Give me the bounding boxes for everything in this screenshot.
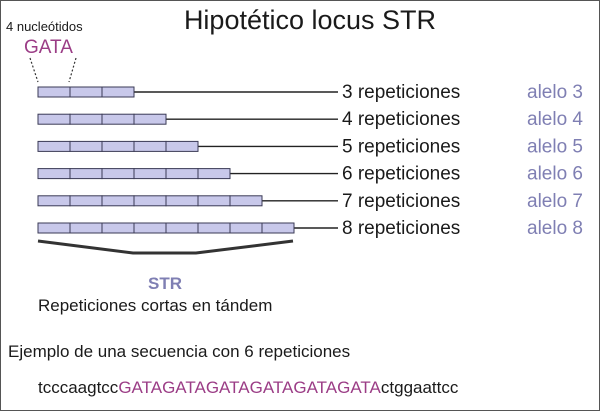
- repeat-unit: [133, 140, 167, 152]
- str-bracket: [37, 239, 294, 255]
- diagram-title: Hipotético locus STR: [184, 5, 436, 35]
- repeat-unit: [197, 168, 231, 180]
- sequence-suffix: ctggaattcc: [381, 378, 459, 397]
- allele-label: alelo 6: [527, 164, 583, 185]
- repeat-unit: [37, 168, 71, 180]
- allele-row: 4 repeticiones alelo 4: [37, 109, 583, 130]
- str-description: Repeticiones cortas en tándem: [38, 296, 272, 315]
- repeat-unit: [165, 140, 199, 152]
- repeat-count-label: 4 repeticiones: [342, 109, 460, 130]
- repeat-unit: [69, 140, 103, 152]
- repeat-unit: [101, 113, 135, 125]
- repeat-unit: [101, 140, 135, 152]
- repeat-unit: [165, 195, 199, 207]
- repeat-count-label: 5 repeticiones: [342, 136, 460, 157]
- repeat-unit: [133, 168, 167, 180]
- allele-rows: 3 repeticiones alelo 3 4 repeticiones alelo…: [37, 82, 583, 239]
- motif-note: 4 nucleótidos: [6, 19, 83, 34]
- sequence-prefix: tcccaagtcc: [38, 378, 119, 397]
- motif-label: GATA: [24, 37, 73, 58]
- repeat-unit: [133, 113, 167, 125]
- allele-row: 8 repeticiones alelo 8: [37, 218, 583, 239]
- repeat-unit: [101, 222, 135, 234]
- repeat-unit: [133, 195, 167, 207]
- repeat-unit: [37, 86, 71, 98]
- repeat-unit: [69, 195, 103, 207]
- repeat-unit: [69, 86, 103, 98]
- repeat-unit: [69, 168, 103, 180]
- repeat-count-label: 8 repeticiones: [342, 218, 460, 239]
- allele-row: 7 repeticiones alelo 7: [37, 191, 583, 212]
- repeat-unit: [101, 168, 135, 180]
- sequence-repeat: GATAGATAGATAGATAGATAGATA: [118, 378, 381, 397]
- allele-label: alelo 8: [527, 218, 583, 239]
- repeat-unit: [229, 222, 263, 234]
- example-sequence: tcccaagtccGATAGATAGATAGATAGATAGATActggaa…: [38, 378, 459, 397]
- motif-pointer-left: [29, 57, 39, 83]
- repeat-unit: [197, 222, 231, 234]
- repeat-unit: [261, 222, 295, 234]
- repeat-unit: [165, 168, 199, 180]
- str-label: STR: [148, 274, 182, 293]
- repeat-count-label: 6 repeticiones: [342, 164, 460, 185]
- allele-row: 3 repeticiones alelo 3: [37, 82, 583, 103]
- repeat-unit: [165, 222, 199, 234]
- repeat-unit: [69, 113, 103, 125]
- repeat-unit: [37, 195, 71, 207]
- motif-pointer-right: [68, 57, 77, 83]
- repeat-unit: [229, 195, 263, 207]
- allele-label: alelo 7: [527, 191, 583, 212]
- repeat-unit: [133, 222, 167, 234]
- repeat-unit: [37, 140, 71, 152]
- example-caption: Ejemplo de una secuencia con 6 repeticio…: [8, 342, 350, 361]
- allele-label: alelo 5: [527, 136, 583, 157]
- repeat-unit: [37, 222, 71, 234]
- repeat-unit: [101, 195, 135, 207]
- repeat-unit: [197, 195, 231, 207]
- allele-row: 5 repeticiones alelo 5: [37, 136, 583, 157]
- allele-label: alelo 3: [527, 82, 583, 103]
- allele-label: alelo 4: [527, 109, 583, 130]
- repeat-unit: [37, 113, 71, 125]
- repeat-count-label: 7 repeticiones: [342, 191, 460, 212]
- allele-row: 6 repeticiones alelo 6: [37, 164, 583, 185]
- repeat-count-label: 3 repeticiones: [342, 82, 460, 103]
- repeat-unit: [101, 86, 135, 98]
- repeat-unit: [69, 222, 103, 234]
